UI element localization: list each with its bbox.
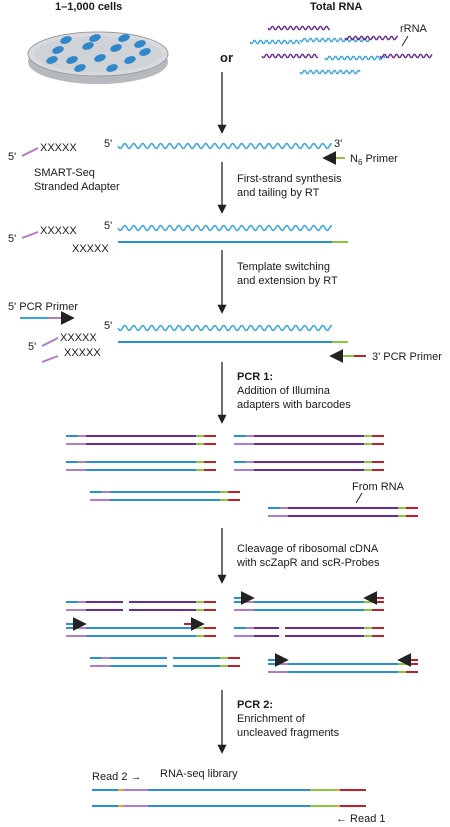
row3-5prime: 5' (28, 341, 36, 353)
row3-linker (41, 337, 59, 347)
step-3-line-2: adapters with barcodes (237, 399, 351, 411)
row3-5prime-rna: 5' (104, 320, 112, 332)
rna-strand (267, 25, 330, 31)
total-rna-strands (249, 25, 433, 75)
step-5-title: PCR 2: (237, 699, 273, 711)
step-4-text: Cleavage of ribosomal cDNA with scZapR a… (236, 543, 380, 569)
step-1-line-2: and tailing by RT (237, 187, 320, 199)
step-3-title: PCR 1: (237, 371, 273, 383)
cell (106, 64, 118, 72)
or-label: or (220, 50, 233, 65)
rna-strand (261, 53, 318, 59)
adapter-5prime: 5' (8, 151, 16, 163)
read1-label: ← Read 1 (336, 813, 386, 825)
step-5-text: PCR 2: Enrichment of uncleaved fragments (237, 699, 340, 739)
rna-strand (324, 55, 386, 61)
step-2-text: Template switching and extension by RT (237, 261, 338, 287)
cell-cluster (46, 34, 151, 72)
cells-label: 1–1,000 cells (55, 1, 122, 13)
adapter-linker-row2 (21, 231, 39, 239)
pcr5-primer-label: 5' PCR Primer (8, 301, 78, 313)
rna-strand (249, 39, 300, 45)
rna-strand (299, 37, 371, 43)
cell (60, 36, 72, 44)
cell (74, 64, 86, 72)
cell (139, 48, 151, 56)
from-rna-pointer (355, 492, 363, 504)
step-2-line-2: and extension by RT (237, 275, 338, 287)
rna-strand (344, 35, 398, 41)
adapter-label-line-1: SMART-Seq (34, 167, 95, 179)
rna-strand (299, 69, 361, 75)
step-5-line-2: uncleaved fragments (237, 727, 340, 739)
rrna-pointer (401, 35, 409, 47)
adapter-xxxxx-row2: XXXXX (40, 225, 77, 237)
row3-xxxxx-top: XXXXX (60, 332, 97, 344)
cell (94, 54, 106, 62)
step-1-line-1: First-strand synthesis (237, 173, 342, 185)
step-3-text: PCR 1: Addition of Illumina adapters wit… (237, 371, 351, 411)
step-3-line-1: Addition of Illumina (237, 385, 331, 397)
cell (118, 34, 130, 42)
cell (52, 46, 64, 54)
rna-strand (379, 53, 433, 59)
cell (134, 40, 146, 48)
adapter-xxxxx: XXXXX (40, 142, 77, 154)
rna-wave-row3 (117, 324, 333, 332)
cdna-tail-xxxxx: XXXXX (72, 243, 109, 255)
rrna-label: rRNA (400, 23, 428, 35)
step-1-text: First-strand synthesis and tailing by RT (237, 173, 342, 199)
rna-5prime-label: 5' (104, 138, 112, 150)
cell (66, 56, 78, 64)
step-5-line-1: Enrichment of (237, 713, 306, 725)
cell (89, 34, 101, 42)
dsdna-molecules (66, 435, 418, 807)
rnaseq-library-label: RNA-seq library (160, 768, 238, 780)
pcr3-primer-label: 3' PCR Primer (372, 351, 442, 363)
n6-primer-label: N6 Primer (350, 153, 398, 167)
rna-5prime-row2: 5' (104, 220, 112, 232)
step-4-line-2: with scZapR and scR-Probes (236, 557, 380, 569)
from-rna-label: From RNA (352, 481, 405, 493)
adapter-linker (21, 147, 39, 157)
step-4-line-1: Cleavage of ribosomal cDNA (237, 543, 379, 555)
step-2-line-1: Template switching (237, 261, 330, 273)
rna-3prime-label: 3' (334, 138, 342, 150)
read2-label: Read 2 → (92, 771, 142, 783)
petri-dish (27, 31, 169, 84)
rna-template-wave (117, 142, 333, 150)
adapter-label-line-2: Stranded Adapter (34, 181, 120, 193)
cell (46, 56, 58, 64)
rna-wave-row2 (117, 224, 333, 232)
adapter-5prime-row2: 5' (8, 233, 16, 245)
cell (124, 56, 136, 64)
row3-linker-bottom (41, 355, 59, 363)
cell (110, 44, 122, 52)
cell (82, 42, 94, 50)
total-rna-label: Total RNA (310, 1, 362, 13)
row3-xxxxx-bottom: XXXXX (64, 347, 101, 359)
